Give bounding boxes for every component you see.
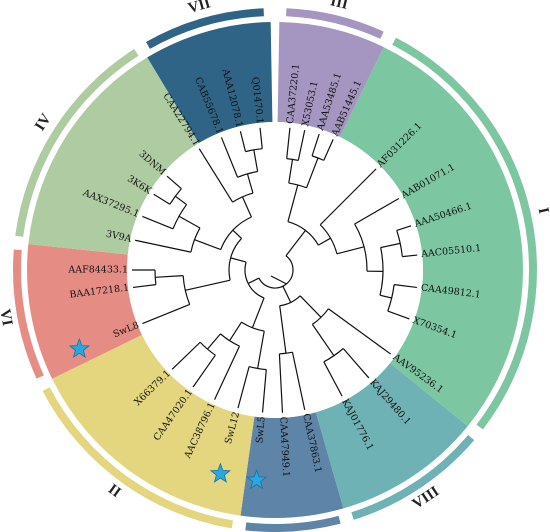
branch-radial	[354, 197, 400, 225]
branch-radial	[251, 297, 265, 328]
outer-arc-vii	[145, 8, 264, 49]
branch-radial	[198, 148, 234, 203]
branch-radial	[279, 305, 287, 354]
branch-radial	[237, 366, 250, 409]
branch-radial	[319, 168, 377, 226]
branch-radial	[253, 149, 259, 172]
branch-radial	[297, 130, 306, 161]
branch-radial	[220, 137, 239, 178]
sector-ii	[52, 334, 255, 516]
group-sectors	[26, 22, 523, 518]
branch-radial	[323, 139, 334, 161]
branch-arc	[244, 261, 265, 299]
sector-viii	[315, 363, 468, 509]
branch-arc	[241, 321, 265, 332]
sector-i	[339, 47, 523, 427]
branch-radial	[387, 310, 410, 320]
branch-radial	[311, 324, 335, 357]
branch-radial	[278, 353, 284, 413]
branch-arc	[354, 223, 368, 272]
branch-radial	[379, 294, 392, 299]
outer-arc-iii	[286, 8, 384, 39]
leaf-label: Q01470.1	[249, 76, 265, 124]
sector-iii	[277, 22, 384, 137]
group-label-vii: VII	[186, 0, 212, 17]
sector-v	[240, 412, 344, 518]
branch-arc	[287, 221, 319, 246]
outer-arc-v	[245, 515, 341, 532]
branch-radial	[299, 295, 322, 318]
branch-radial	[342, 348, 370, 379]
branch-radial	[239, 131, 247, 152]
group-outer-arcs	[12, 8, 537, 532]
branch-radial	[185, 279, 231, 291]
branch-radial	[323, 361, 343, 397]
group-label-iv: IV	[32, 111, 55, 134]
group-label-ii: II	[105, 481, 124, 501]
branch-radial	[232, 229, 242, 239]
branch-radial	[142, 303, 190, 325]
branch-radial	[394, 284, 418, 289]
branch-radial	[247, 277, 260, 285]
branch-radial	[286, 127, 291, 159]
branch-radial	[132, 284, 156, 289]
branch-radial	[311, 133, 320, 157]
branch-radial	[135, 239, 192, 253]
star-icon	[68, 337, 90, 359]
branch-radial	[166, 175, 182, 190]
branch-radial	[246, 173, 254, 194]
sector-iv	[28, 57, 199, 255]
branch-radial	[318, 237, 331, 246]
star-icon	[209, 462, 231, 483]
group-label-vi: VI	[0, 308, 15, 327]
leaf-label: CAA47949.1	[277, 417, 291, 478]
branch-radial	[336, 246, 365, 255]
group-label-i: I	[535, 206, 550, 215]
branch-radial	[396, 225, 412, 232]
tree-branches	[132, 127, 418, 413]
branch-radial	[259, 127, 263, 149]
outer-arc-viii	[351, 434, 475, 520]
branch-radial	[285, 230, 306, 257]
sector-vi	[26, 244, 142, 379]
leaf-label: SwL5	[254, 416, 267, 444]
branch-radial	[192, 354, 216, 388]
branch-radial	[155, 275, 184, 278]
branch-arc	[379, 247, 384, 296]
branch-radial	[174, 195, 187, 206]
star-markers	[68, 337, 268, 490]
branch-radial	[171, 341, 201, 370]
outer-arc-vi	[12, 249, 44, 379]
branch-radial	[261, 369, 267, 413]
root-branch	[270, 275, 287, 285]
branch-arc	[279, 295, 301, 307]
branch-radial	[291, 352, 306, 410]
branch-radial	[229, 321, 242, 341]
branch-radial	[380, 242, 401, 249]
leaf-label: AAF84433.1	[67, 265, 128, 276]
group-label-iii: III	[329, 0, 350, 13]
branch-radial	[241, 196, 252, 218]
branch-arc	[228, 238, 242, 281]
sector-vii	[147, 22, 273, 144]
branch-arc	[220, 216, 252, 250]
branch-radial	[194, 239, 221, 251]
branch-radial	[214, 345, 241, 400]
branch-radial	[153, 193, 171, 205]
branch-radial	[288, 159, 294, 184]
branch-radial	[305, 157, 319, 189]
branch-radial	[230, 257, 247, 263]
branch-radial	[287, 184, 299, 222]
branch-radial	[142, 215, 174, 230]
branch-radial	[328, 308, 392, 355]
star-icon	[246, 469, 268, 490]
leaf-label: 3V9A	[105, 229, 133, 245]
branch-radial	[178, 215, 201, 229]
branch-radial	[207, 333, 221, 350]
branch-radial	[257, 330, 265, 369]
branch-arc	[319, 224, 338, 254]
branch-radial	[402, 254, 418, 258]
branch-radial	[282, 285, 292, 303]
